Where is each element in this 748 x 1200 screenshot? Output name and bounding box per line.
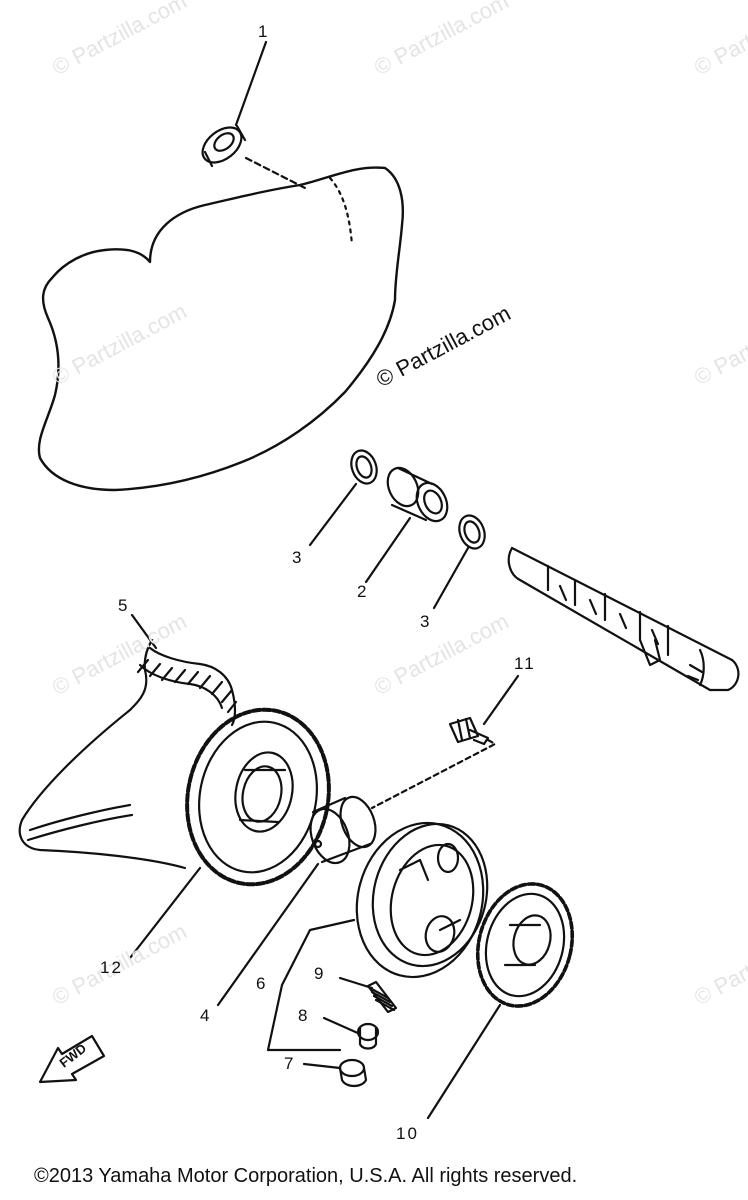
leader-line-1 <box>234 40 268 127</box>
leader-line-3b <box>432 546 470 610</box>
callout-1: 1 <box>258 22 270 41</box>
leader-line-3a <box>308 482 358 547</box>
callout-12: 12 <box>100 958 123 977</box>
leader-line-5 <box>130 613 158 650</box>
collar <box>386 466 449 523</box>
bolt <box>448 716 490 746</box>
callout-8: 8 <box>298 1006 310 1025</box>
callout-9: 9 <box>314 964 326 983</box>
oil-seal <box>201 124 247 168</box>
callout-6: 6 <box>256 974 268 993</box>
leader-line-10 <box>426 1003 502 1120</box>
bearing-sleeve <box>309 795 377 865</box>
callout-3: 3 <box>420 612 432 631</box>
callout-4: 4 <box>200 1006 212 1025</box>
leader-line-4 <box>216 862 320 1007</box>
leader-line-11 <box>482 674 520 726</box>
callout-5: 5 <box>118 596 130 615</box>
shaft <box>507 546 740 692</box>
callout-10: 10 <box>396 1124 419 1143</box>
fwd-arrow <box>38 1034 106 1084</box>
callout-3: 3 <box>292 548 304 567</box>
crankcase-cover <box>37 166 404 492</box>
starter-clutch <box>355 821 489 979</box>
large-sprocket <box>185 707 331 887</box>
roller <box>338 1058 368 1088</box>
bracket-6 <box>266 918 356 1052</box>
circlip-lower <box>458 514 486 550</box>
leader-line-7 <box>302 1062 342 1070</box>
copyright-notice: ©2013 Yamaha Motor Corporation, U.S.A. A… <box>34 1165 578 1187</box>
dashed-line-1 <box>244 156 307 190</box>
circlip-upper <box>350 449 378 485</box>
leader-line-2 <box>364 516 412 584</box>
leader-line-12 <box>128 866 202 960</box>
callout-2: 2 <box>357 582 369 601</box>
leader-line-9 <box>338 976 374 990</box>
small-sprocket <box>475 882 575 1008</box>
dashed-line-11 <box>370 738 497 810</box>
plunger <box>356 1022 380 1050</box>
spring <box>366 980 398 1014</box>
drive-chain <box>18 638 238 870</box>
leader-line-8 <box>322 1016 362 1036</box>
callout-7: 7 <box>284 1054 296 1073</box>
callout-11: 11 <box>514 654 536 673</box>
